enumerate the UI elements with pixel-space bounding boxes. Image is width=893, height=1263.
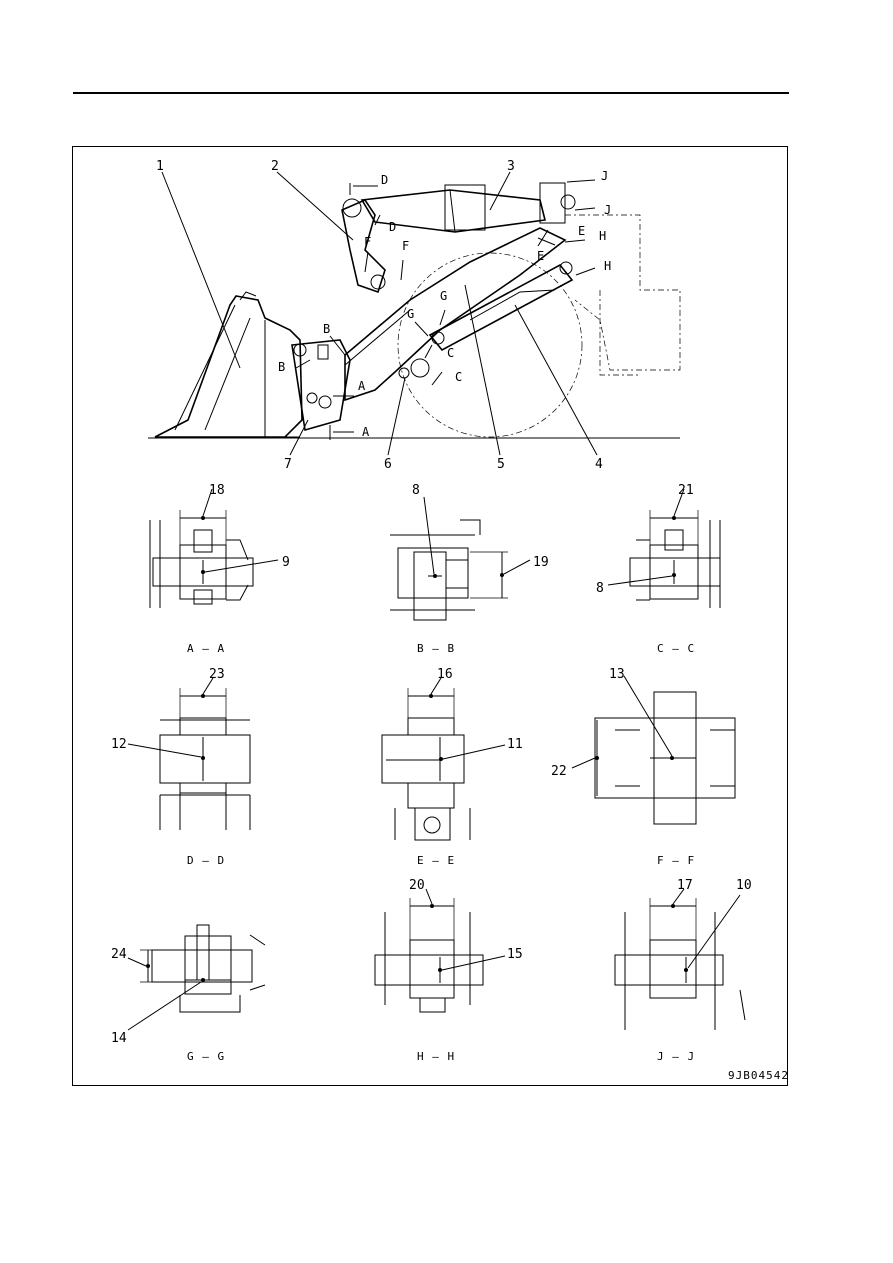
section-letter-c-top: C: [447, 346, 454, 360]
section-h-h: [374, 888, 506, 1013]
section-letter-h-bottom: H: [604, 259, 611, 273]
part-number-23: 23: [209, 667, 225, 682]
caption-b-b: B – B: [417, 642, 455, 655]
part-number-15: 15: [507, 947, 523, 962]
section-letter-f-right: F: [402, 239, 409, 253]
caption-f-f: F – F: [657, 854, 695, 867]
caption-h-h: H – H: [417, 1050, 455, 1063]
part-number-19: 19: [533, 555, 549, 570]
section-letter-j-bottom: J: [604, 203, 611, 217]
part-number-1: 1: [156, 159, 164, 174]
section-d-d: [127, 677, 251, 830]
part-number-17: 17: [677, 878, 693, 893]
section-letter-b-left: B: [278, 360, 285, 374]
section-letter-d-top: D: [381, 173, 388, 187]
part-number-6: 6: [384, 457, 392, 472]
part-number-7: 7: [284, 457, 292, 472]
part-number-8-cc: 8: [596, 581, 604, 596]
section-j-j: [614, 888, 746, 1030]
bell-crank: [341, 198, 386, 294]
bucket: [154, 291, 303, 438]
caption-c-c: C – C: [657, 642, 695, 655]
part-number-13: 13: [609, 667, 625, 682]
part-number-10: 10: [736, 878, 752, 893]
section-letter-g-top: G: [440, 289, 447, 303]
caption-a-a: A – A: [187, 642, 225, 655]
part-number-3: 3: [507, 159, 515, 174]
section-letter-e-top: E: [578, 224, 585, 238]
figure-frame: [72, 146, 788, 1086]
section-letter-g-left: G: [407, 307, 414, 321]
part-number-18: 18: [209, 483, 225, 498]
part-number-20: 20: [409, 878, 425, 893]
part-number-22: 22: [551, 764, 567, 779]
front-wheel-outline: [397, 252, 583, 438]
section-letter-h-top: H: [599, 229, 606, 243]
caption-g-g: G – G: [187, 1050, 225, 1063]
part-number-14: 14: [111, 1031, 127, 1046]
part-number-16: 16: [437, 667, 453, 682]
section-e-e: [381, 677, 506, 841]
section-letter-a-bottom: A: [362, 425, 370, 439]
part-number-11: 11: [507, 737, 523, 752]
section-c-c: [607, 488, 721, 608]
leader-lines: [161, 171, 598, 456]
main-side-view: [148, 182, 681, 439]
section-a-a: [149, 488, 279, 608]
lift-cylinder: [428, 261, 574, 352]
drawing-id: 9JB04542: [728, 1069, 789, 1082]
section-letter-d-bottom: D: [389, 220, 396, 234]
lift-arm: [344, 227, 567, 402]
section-letter-a-top: A: [358, 379, 366, 393]
header-rule: [73, 92, 789, 94]
section-letter-f-left: F: [364, 235, 371, 249]
part-number-24: 24: [111, 947, 127, 962]
caption-e-e: E – E: [417, 854, 455, 867]
caption-j-j: J – J: [657, 1050, 695, 1063]
part-number-4: 4: [595, 457, 603, 472]
lift-arm-foot-pin: [410, 358, 430, 378]
tilt-cylinder: [360, 182, 576, 233]
part-number-8-bb: 8: [412, 483, 420, 498]
section-f-f: [571, 675, 736, 825]
section-markers: [295, 179, 596, 440]
part-number-21: 21: [678, 483, 694, 498]
part-number-12: 12: [111, 737, 127, 752]
part-number-5: 5: [497, 457, 505, 472]
section-letter-e-bottom: E: [537, 249, 544, 263]
section-b-b: [390, 496, 531, 621]
part-number-9: 9: [282, 555, 290, 570]
section-letter-b-top: B: [323, 322, 330, 336]
section-letter-j-top: J: [601, 169, 608, 183]
section-letter-c-bottom: C: [455, 370, 462, 384]
section-g-g: [127, 924, 266, 1031]
part-number-2: 2: [271, 159, 279, 174]
caption-d-d: D – D: [187, 854, 225, 867]
